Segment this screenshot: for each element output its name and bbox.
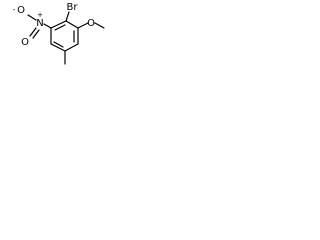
- atom-nitro-nitrogen-label: N: [36, 18, 43, 29]
- bond-c1-br: [65, 11, 70, 22]
- atom-nitro-oxygen-top-charge: -: [13, 6, 16, 14]
- bond-o-methyl: [94, 22, 105, 29]
- chemical-structure-diagram: Br O - N + O O: [13, 2, 105, 65]
- atom-methoxy-oxygen-label: O: [87, 18, 95, 29]
- bond-n-o-bottom-a: [29, 27, 37, 37]
- ring-bond-c1-c2: [65, 20, 79, 29]
- atom-nitro-oxygen-bottom-label: O: [21, 37, 29, 48]
- ring-double-bond-inner-2: [53, 41, 64, 48]
- atom-bromine-label: Br: [67, 2, 79, 13]
- benzene-ring: [50, 20, 79, 52]
- ring-bond-c6-c1: [50, 20, 67, 29]
- substituent-bonds: [27, 11, 105, 65]
- bond-n-o-bottom-b: [32, 29, 40, 39]
- ring-double-bond-inner-3: [54, 24, 66, 31]
- ring-bond-c4-c5: [50, 43, 66, 52]
- bond-c2-o-methoxy: [77, 22, 89, 29]
- atom-nitro-nitrogen-charge: +: [37, 11, 43, 19]
- atom-nitro-oxygen-top-label: O: [17, 5, 25, 16]
- bond-n-o-top: [27, 14, 37, 21]
- ring-bond-c3-c4: [64, 43, 79, 52]
- bond-c6-n: [43, 23, 52, 29]
